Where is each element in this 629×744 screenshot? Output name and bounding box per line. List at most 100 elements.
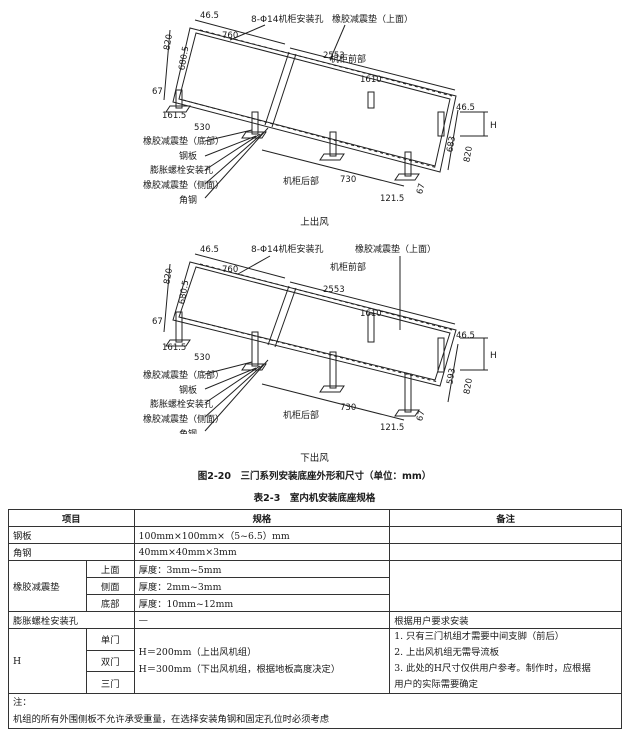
dim: 680.5	[177, 279, 191, 305]
dim: 530	[194, 353, 210, 363]
table-footnote-row: 注： 机组的所有外围侧板不允许承受重量，在选择安装角钢和固定孔位时必须考虑	[8, 693, 622, 729]
footnote-label: 注：	[13, 697, 32, 708]
label-angle: 角钢	[179, 194, 197, 206]
leg	[404, 151, 412, 177]
table-row: 钢板 100mm×100mm×（5~6.5）mm	[8, 526, 622, 544]
spec-line: H＝300mm（下出风机组，根据地板高度决定）	[138, 664, 341, 675]
table-row: 角钢 40mm×40mm×3mm	[8, 543, 622, 561]
label-rear: 机柜后部	[283, 175, 319, 187]
dim: 730	[340, 403, 356, 413]
label-angle: 角钢	[179, 428, 197, 434]
dim: 680.5	[177, 45, 191, 71]
dim: 121.5	[380, 423, 404, 433]
leg	[329, 351, 337, 389]
leg	[329, 131, 337, 157]
label-pad-top: 橡胶减震垫（上面）	[332, 13, 413, 25]
label-H: H	[490, 121, 497, 131]
label-rear: 机柜后部	[283, 409, 319, 421]
label-pad-side: 橡胶减震垫（侧面）	[143, 413, 224, 425]
frame-outline	[172, 27, 457, 173]
dim: 46.5	[200, 245, 219, 255]
cell-sub: 底部	[85, 594, 135, 612]
dim: 683	[445, 135, 458, 153]
label-plate: 钢板	[179, 150, 197, 162]
dim: 46.5	[200, 11, 219, 21]
label-bolt: 膨胀螺栓安装孔	[150, 398, 213, 410]
dim: 760	[222, 31, 238, 41]
dim: 67	[152, 317, 163, 327]
table-row: H 单门 H＝200mm（上出风机组） H＝300mm（下出风机组，根据地板高度…	[8, 628, 622, 694]
dim: 121.5	[380, 194, 404, 204]
dim: 2553	[323, 51, 345, 61]
leg	[175, 311, 183, 343]
cell-item: H	[8, 628, 87, 694]
cell-note-H: 1. 只有三门机组才需要中间支脚（前后） 2. 上出风机组无需导流板 3. 此处…	[389, 628, 622, 694]
table-row: 侧面 厚度：2mm~3mm	[9, 577, 622, 595]
cross-member	[267, 285, 290, 346]
label-pad-top: 橡胶减震垫（上面）	[355, 243, 436, 255]
cell-note	[389, 526, 622, 544]
cell-spec: 100mm×100mm×（5~6.5）mm	[133, 526, 391, 544]
dim: 820	[462, 377, 475, 395]
label-front: 机柜前部	[330, 53, 366, 65]
cell-sub: 三门	[85, 671, 135, 694]
header-spec: 规格	[133, 509, 391, 527]
bottom-caption: 下出风	[300, 453, 329, 464]
cell-item: 钢板	[8, 526, 135, 544]
leg	[367, 313, 375, 343]
cell-spec: 厚度：3mm~5mm	[133, 560, 391, 578]
table-header-row: 项目 规格 备注	[8, 509, 622, 527]
cell-spec: —	[133, 611, 391, 629]
table-title: 表2-3 室内机安装底座规格	[253, 493, 376, 504]
dim: 820	[462, 145, 475, 163]
dim: 820	[162, 33, 175, 51]
cross-member	[264, 51, 290, 126]
top-frame-drawing: 8-Φ14机柜安装孔 橡胶减震垫（上面） 机柜前部 机柜后部 橡胶减震垫（底部）…	[143, 11, 497, 206]
leg	[251, 331, 259, 367]
frame-inner	[178, 266, 451, 381]
label-pad-side: 橡胶减震垫（侧面）	[143, 179, 224, 191]
cell-sub: 上面	[85, 560, 135, 578]
dim: 161.5	[162, 111, 186, 121]
cell-sub: 侧面	[85, 577, 135, 595]
leg	[367, 91, 375, 109]
spec-table: 项目 规格 备注 钢板 100mm×100mm×（5~6.5）mm 角钢 40m…	[8, 509, 622, 729]
dim: 46.5	[456, 103, 475, 113]
cell-spec: 厚度：10mm~12mm	[133, 594, 391, 612]
dim: 67	[152, 87, 163, 97]
leg	[251, 111, 259, 135]
note-line: 3. 此处的H尺寸仅供用户参考。制作时，应根据	[394, 663, 591, 674]
header-item: 项目	[8, 509, 135, 527]
note-line: 2. 上出风机组无需导流板	[394, 647, 499, 658]
frame-outline	[172, 261, 457, 387]
dim: 820	[162, 267, 175, 285]
dim: 760	[222, 265, 238, 275]
leg	[404, 373, 412, 413]
figure-title: 图2-20 三门系列安装底座外形和尺寸（单位：mm）	[197, 471, 432, 482]
note-line: 用户的实际需要确定	[394, 679, 478, 690]
leg	[437, 111, 445, 137]
bottom-frame-drawing: 8-Φ14机柜安装孔 橡胶减震垫（上面） 机柜前部 机柜后部 橡胶减震垫（底部）…	[143, 243, 497, 434]
label-bolt: 膨胀螺栓安装孔	[150, 164, 213, 176]
dim: 161.5	[162, 343, 186, 353]
dim: 530	[194, 123, 210, 133]
cell-note	[389, 560, 622, 612]
frame-inner	[178, 32, 451, 167]
label-pad-bottom: 橡胶减震垫（底部）	[143, 369, 224, 381]
label-holes: 8-Φ14机柜安装孔	[251, 13, 324, 25]
leg	[437, 337, 445, 373]
cell-note	[389, 543, 622, 561]
top-caption: 上出风	[300, 217, 329, 228]
cell-sub: 双门	[85, 649, 135, 673]
note-line: 1. 只有三门机组才需要中间支脚（前后）	[394, 631, 565, 642]
cell-spec: 厚度：2mm~3mm	[133, 577, 391, 595]
label-H: H	[490, 351, 497, 361]
cell-sub: 单门	[85, 628, 135, 651]
dim: 67	[415, 409, 427, 422]
spec-line: H＝200mm（上出风机组）	[138, 647, 257, 658]
table-row: 膨胀螺栓安装孔 — 根据用户要求安装	[8, 611, 622, 629]
cell-item: 橡胶减震垫	[8, 560, 87, 612]
header-note: 备注	[389, 509, 622, 527]
dim: 1610	[360, 75, 382, 85]
footnote-text: 机组的所有外围侧板不允许承受重量，在选择安装角钢和固定孔位时必须考虑	[13, 714, 330, 725]
